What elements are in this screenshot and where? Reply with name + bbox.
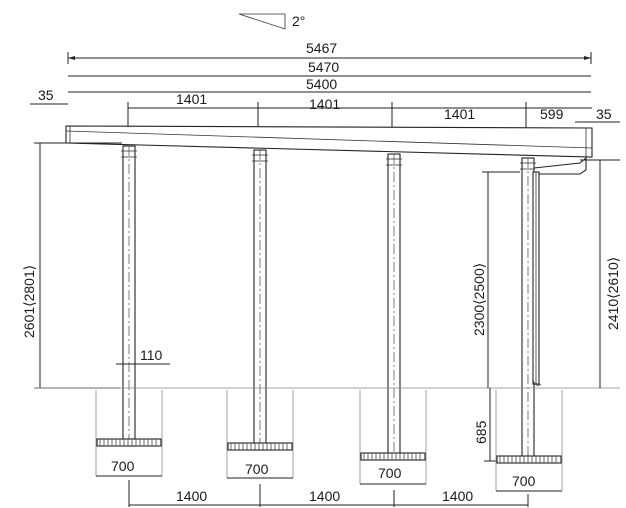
gutter-downpipe bbox=[532, 156, 587, 386]
overall-dimensions: 5467 5470 5400 35 1401 1401 1401 599 35 bbox=[30, 40, 620, 132]
embed-depth-dimension: 685 bbox=[473, 388, 520, 462]
footing-3: 700 bbox=[359, 390, 427, 485]
dim-right-height: 2410⟨2610⟩ bbox=[605, 257, 621, 330]
dim-post-width: 110 bbox=[140, 347, 163, 363]
footing-2: 700 bbox=[226, 390, 294, 479]
dim-overall-2: 5470 bbox=[308, 59, 339, 75]
slope-indicator: 2° bbox=[238, 13, 305, 30]
footing-1: 700 bbox=[95, 390, 163, 477]
right-height-dimension: 2410⟨2610⟩ bbox=[580, 159, 621, 388]
dim-span-1: 1401 bbox=[176, 91, 207, 107]
left-height-dimension: 2601⟨2801⟩ bbox=[21, 142, 122, 389]
dim-base-1: 1400 bbox=[176, 488, 207, 504]
dim-overall-1: 5467 bbox=[306, 40, 337, 56]
base-spacing-dimensions: 1400 1400 1400 bbox=[128, 480, 529, 507]
dim-footing-3: 700 bbox=[378, 465, 402, 481]
slope-label: 2° bbox=[292, 13, 305, 29]
dim-embed-depth: 685 bbox=[473, 420, 489, 444]
dim-base-3: 1400 bbox=[442, 488, 473, 504]
dim-mid-height: 2300⟨2500⟩ bbox=[471, 263, 487, 336]
post-3 bbox=[386, 153, 402, 455]
dim-end-span: 599 bbox=[540, 106, 564, 122]
dim-right-overhang: 35 bbox=[596, 106, 612, 122]
footing-4: 700 bbox=[495, 390, 563, 492]
dim-base-2: 1400 bbox=[309, 488, 340, 504]
slope-triangle-icon bbox=[238, 13, 286, 30]
dim-footing-4: 700 bbox=[512, 473, 536, 489]
dim-span-3: 1401 bbox=[444, 106, 475, 122]
dim-footing-1: 700 bbox=[111, 458, 135, 474]
post-width-dimension: 110 bbox=[116, 347, 170, 365]
mid-height-dimension: 2300⟨2500⟩ bbox=[471, 171, 520, 388]
dim-span-2: 1401 bbox=[309, 96, 340, 112]
roof-panel bbox=[65, 125, 593, 158]
dim-left-height: 2601⟨2801⟩ bbox=[21, 265, 37, 338]
dim-overall-3: 5400 bbox=[306, 76, 337, 92]
post-1 bbox=[121, 145, 137, 447]
post-2 bbox=[252, 149, 268, 451]
dim-left-overhang: 35 bbox=[38, 87, 54, 103]
dim-footing-2: 700 bbox=[245, 461, 269, 477]
